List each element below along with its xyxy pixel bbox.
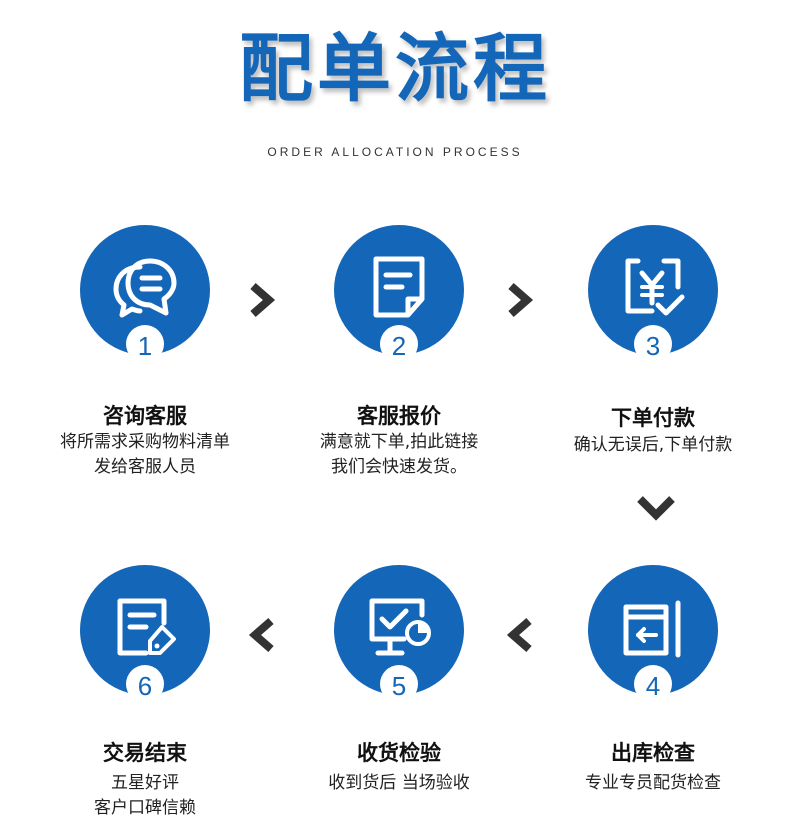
step-3-title: 下单付款 <box>611 406 695 430</box>
step-4-desc: 专业专员配货检查 <box>538 771 768 796</box>
step-2-title: 客服报价 <box>357 404 441 428</box>
step-2-desc-line2: 我们会快速发货。 <box>331 457 467 477</box>
step-4-desc-line1: 专业专员配货检查 <box>585 773 721 793</box>
step-1: 1 咨询客服 将所需求采购物料清单 发给客服人员 <box>30 225 260 495</box>
step-5-badge <box>380 665 418 703</box>
step-3-desc-line1: 确认无误后,下单付款 <box>573 435 733 455</box>
step-2-number: 2 <box>391 331 407 361</box>
step-6-desc: 五星好评 客户口碑信赖 <box>30 771 260 821</box>
step-3-badge <box>634 325 672 363</box>
step-2-badge <box>380 325 418 363</box>
chat-bubbles-icon <box>113 258 177 318</box>
step-3-desc: 确认无误后,下单付款 <box>538 433 768 458</box>
page-title: 配单流程 <box>239 26 551 112</box>
document-icon <box>373 256 425 318</box>
step-3-number: 3 <box>645 331 661 361</box>
step-6-desc-line2: 客户口碑信赖 <box>94 798 196 818</box>
page-subtitle: ORDER ALLOCATION PROCESS <box>267 145 523 159</box>
chevron-right-icon <box>250 282 276 318</box>
step-5-desc-line1: 收到货后 当场验收 <box>328 773 470 793</box>
step-6: 6 交易结束 五星好评 客户口碑信赖 <box>30 565 260 828</box>
yen-payment-icon <box>625 258 685 316</box>
step-2: 2 客服报价 满意就下单,拍此链接 我们会快速发货。 <box>284 225 514 495</box>
monitor-check-icon <box>369 598 431 656</box>
step-5: 5 收货检验 收到货后 当场验收 <box>284 565 514 828</box>
step-1-number: 1 <box>137 331 153 361</box>
step-5-desc: 收到货后 当场验收 <box>284 771 514 796</box>
step-4-title: 出库检查 <box>611 741 695 765</box>
step-4-badge <box>634 665 672 703</box>
chevron-down-icon <box>637 496 675 521</box>
step-5-number: 5 <box>391 671 407 701</box>
step-6-desc-line1: 五星好评 <box>111 773 179 793</box>
step-1-badge <box>126 325 164 363</box>
step-1-title: 咨询客服 <box>103 404 187 428</box>
step-1-desc-line1: 将所需求采购物料清单 <box>60 432 230 452</box>
step-2-desc-line1: 满意就下单,拍此链接 <box>319 432 479 452</box>
box-out-icon <box>623 600 681 658</box>
step-6-title: 交易结束 <box>103 741 187 765</box>
chevron-left-icon <box>506 617 532 653</box>
chevron-left-icon <box>248 617 274 653</box>
step-2-desc: 满意就下单,拍此链接 我们会快速发货。 <box>284 430 514 480</box>
step-1-desc-line2: 发给客服人员 <box>94 457 196 477</box>
step-6-number: 6 <box>137 671 153 701</box>
step-4-number: 4 <box>645 671 661 701</box>
step-3: 3 下单付款 确认无误后,下单付款 <box>538 225 768 495</box>
chevron-right-icon <box>508 282 534 318</box>
form-tag-icon <box>117 598 176 656</box>
step-4: 4 出库检查 专业专员配货检查 <box>538 565 768 828</box>
step-1-desc: 将所需求采购物料清单 发给客服人员 <box>30 430 260 480</box>
step-5-title: 收货检验 <box>357 741 441 765</box>
step-6-badge <box>126 665 164 703</box>
